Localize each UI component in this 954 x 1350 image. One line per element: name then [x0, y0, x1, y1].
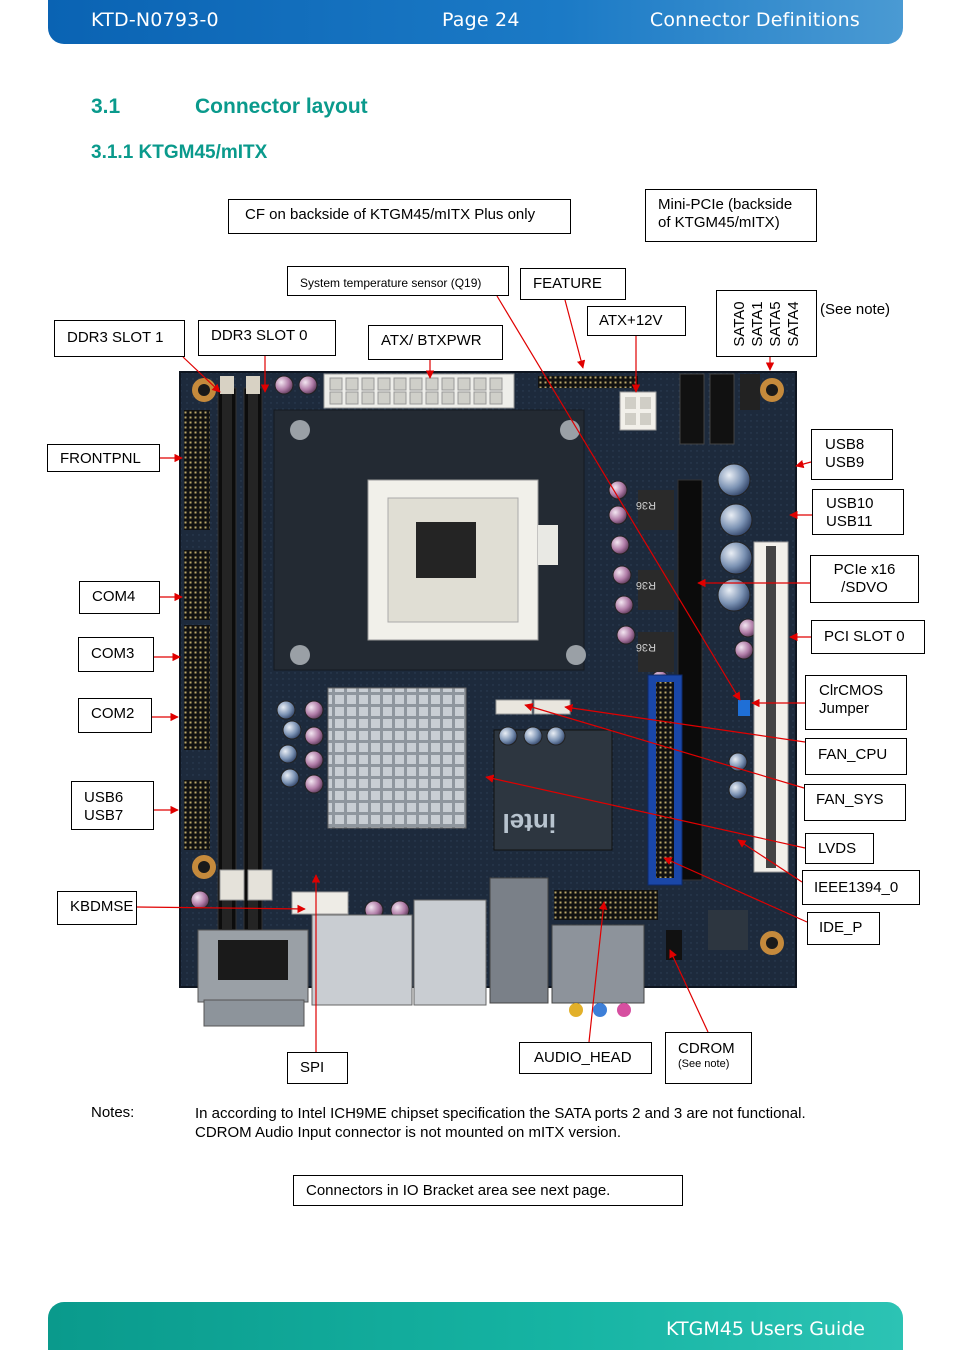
- doc-id: KTD-N0793-0: [91, 9, 219, 31]
- com2-label: COM2: [78, 698, 152, 733]
- usb11-text: USB11: [826, 513, 873, 530]
- io-bracket-note: Connectors in IO Bracket area see next p…: [293, 1175, 683, 1206]
- usb6-usb7-label: USB6 USB7: [71, 781, 154, 830]
- sata-ports-text: SATA0 SATA1 SATA5 SATA4: [730, 300, 802, 347]
- usb10-text: USB10: [826, 495, 874, 512]
- sata-label: SATA0 SATA1 SATA5 SATA4: [716, 290, 817, 357]
- page-footer: KTGM45 Users Guide: [48, 1302, 903, 1350]
- lvds-label: LVDS: [805, 833, 874, 864]
- frontpnl-label: FRONTPNL: [47, 444, 160, 472]
- notes-label: Notes:: [91, 1104, 135, 1121]
- usb8-text: USB8: [825, 436, 865, 453]
- usb10-usb11-label: USB10 USB11: [812, 489, 904, 535]
- sdvo-text: /SDVO: [841, 579, 888, 596]
- cdrom-text: CDROM: [678, 1040, 735, 1057]
- pci-slot0-label: PCI SLOT 0: [811, 620, 925, 654]
- pcie-x16-label: PCIe x16 /SDVO: [810, 555, 919, 603]
- com4-label: COM4: [79, 581, 160, 614]
- minipcie-label: Mini-PCIe (backside of KTGM45/mITX): [645, 189, 817, 242]
- cdrom-note-text: (See note): [678, 1058, 730, 1070]
- usb6-text: USB6: [84, 789, 124, 806]
- ieee1394-label: IEEE1394_0: [802, 870, 920, 905]
- minipcie-line2: of KTGM45/mITX): [658, 214, 780, 231]
- sata-see-note: (See note): [820, 301, 891, 318]
- kbdmse-label: KBDMSE: [57, 891, 137, 925]
- spi-label: SPI: [287, 1052, 348, 1084]
- pcie-x16-text: PCIe x16: [833, 561, 896, 578]
- subsection-heading: 3.1.1 KTGM45/mITX: [91, 142, 268, 163]
- section-title-text: Connector layout: [195, 95, 368, 118]
- cf-label: CF on backside of KTGM45/mITX Plus only: [228, 199, 571, 234]
- inductor-label: R36: [636, 641, 656, 653]
- cdrom-label: CDROM (See note): [665, 1032, 752, 1084]
- guide-title: KTGM45 Users Guide: [666, 1318, 865, 1340]
- usb7-text: USB7: [84, 807, 124, 824]
- atx-btxpwr-label: ATX/ BTXPWR: [368, 325, 503, 360]
- minipcie-line1: Mini-PCIe (backside: [658, 196, 793, 213]
- temp-sensor-label: System temperature sensor (Q19): [287, 266, 509, 296]
- page-number: Page 24: [442, 9, 520, 31]
- ide-p-label: IDE_P: [807, 912, 880, 945]
- notes-body: In according to Intel ICH9ME chipset spe…: [195, 1104, 806, 1142]
- audio-head-label: AUDIO_HEAD: [519, 1042, 652, 1074]
- feature-label: FEATURE: [520, 268, 626, 300]
- motherboard-image: intel R36 R36 R3: [179, 371, 797, 1027]
- note-sata: In according to Intel ICH9ME chipset spe…: [195, 1105, 806, 1122]
- usb8-usb9-label: USB8 USB9: [811, 429, 893, 480]
- jumper-text: Jumper: [819, 700, 870, 717]
- clrcmos-label: ClrCMOS Jumper: [805, 675, 907, 730]
- com3-label: COM3: [78, 637, 154, 672]
- ddr3-slot1-label: DDR3 SLOT 1: [54, 320, 185, 357]
- usb9-text: USB9: [825, 454, 865, 471]
- clrcmos-text: ClrCMOS: [819, 682, 884, 699]
- fan-sys-label: FAN_SYS: [804, 784, 906, 821]
- atx12v-label: ATX+12V: [587, 306, 686, 336]
- section-number: 3.1: [91, 95, 121, 118]
- page-header: KTD-N0793-0 Page 24 Connector Definition…: [48, 0, 903, 44]
- chip-brand-text: intel: [503, 808, 556, 838]
- note-cdrom: CDROM Audio Input connector is not mount…: [195, 1124, 622, 1141]
- inductor-label: R36: [636, 579, 656, 591]
- inductor-label: R36: [636, 499, 656, 511]
- ddr3-slot0-label: DDR3 SLOT 0: [198, 320, 336, 356]
- fan-cpu-label: FAN_CPU: [805, 738, 907, 775]
- section-title: Connector Definitions: [649, 9, 860, 31]
